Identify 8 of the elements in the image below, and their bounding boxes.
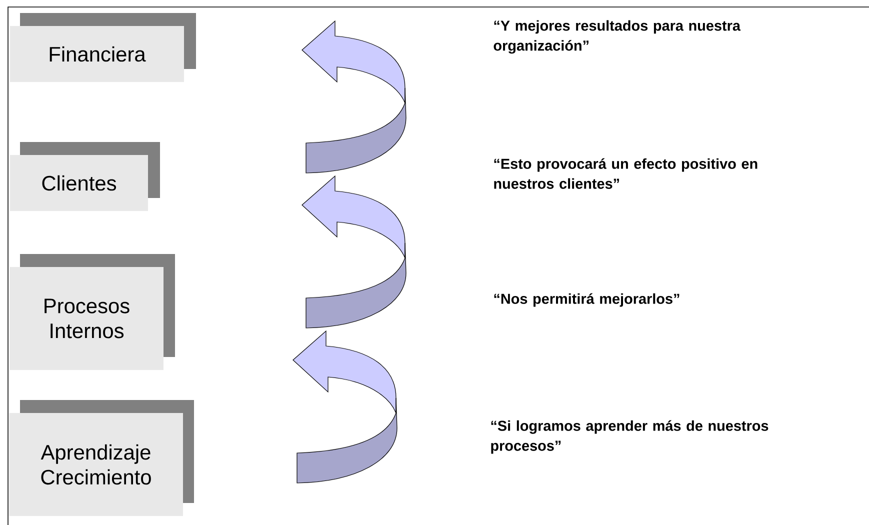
quote-text: “Esto provocará un efecto positivo en nuestros clientes” xyxy=(494,158,758,189)
category-box: Clientes xyxy=(10,142,160,211)
quote-text: “Nos permitirá mejorarlos” xyxy=(494,293,680,307)
category-box: Aprendizaje Crecimiento xyxy=(9,400,194,516)
category-box: Financiera xyxy=(10,13,196,82)
category-box: Procesos Internos xyxy=(10,254,175,370)
quote-text: “Si logramos aprender más de nuestros procesos” xyxy=(491,420,768,454)
quote-text: “Y mejores resultados para nuestra organización” xyxy=(494,20,741,54)
